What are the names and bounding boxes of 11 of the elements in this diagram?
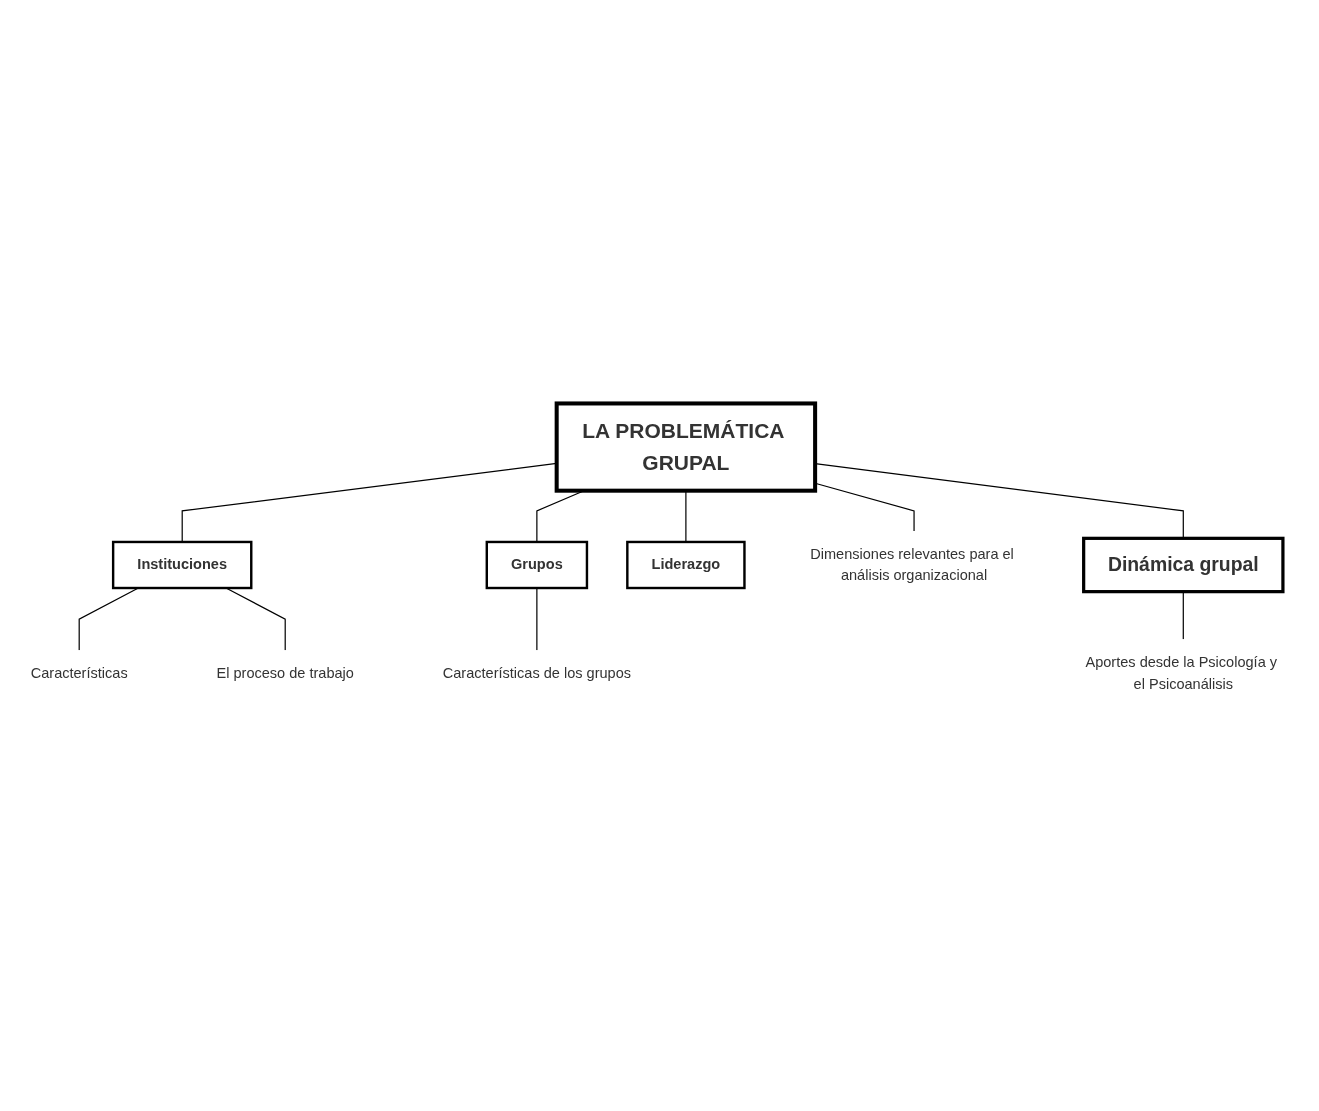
node-box: Liderazgo [626, 540, 746, 590]
node-text: Dimensiones relevantes para el análisis organizacional [810, 545, 1014, 584]
connector [1182, 591, 1184, 641]
node-text: Aportes desde la Psicología y el Psicoanálisis [1085, 654, 1278, 692]
node-text: El proceso de trabajo [216, 664, 354, 682]
node-box: LA PROBLEMÁTICA GRUPAL [554, 401, 818, 493]
node-box: Instituciones [111, 540, 253, 590]
node-text: Características [30, 664, 128, 682]
node-box: Dinámica grupal [1082, 536, 1285, 594]
node-text: Características de los grupos [442, 664, 632, 682]
node-box: Grupos [485, 540, 589, 590]
